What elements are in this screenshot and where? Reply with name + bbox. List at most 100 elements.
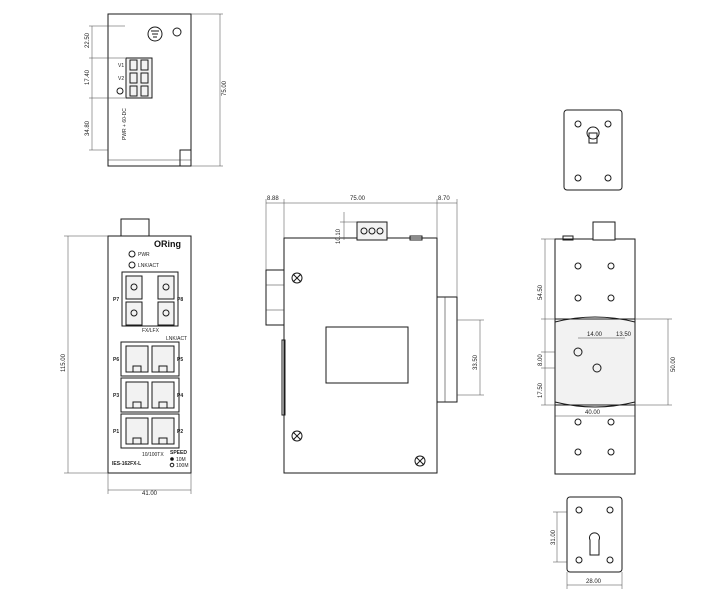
terminal-label-v2: V2 (118, 76, 124, 82)
eth-port-label-p4: P4 (177, 393, 183, 399)
fiber-sub-label: FX/LFX (142, 328, 160, 334)
side-body (283, 237, 438, 474)
front-terminal (120, 218, 150, 238)
fiber-connector-side (265, 269, 285, 326)
dim-side-left: 8.88 (267, 196, 279, 202)
fiber-port-label-p7: P7 (113, 297, 119, 303)
speed-10m-dot-icon (170, 457, 174, 461)
fiber-port-p7-rx (125, 301, 143, 326)
eth-port-label-p3: P3 (113, 393, 119, 399)
dim-top-a: 22.50 (85, 32, 91, 48)
rj45-latch (132, 365, 142, 373)
rj45-latch (132, 437, 142, 445)
led-pwr-label: PWR (138, 252, 150, 258)
mounting-hole-icon (574, 294, 582, 302)
speed-label: SPEED (170, 450, 187, 456)
rj45-port-icon (125, 417, 149, 445)
dim-rear-hole-right: 13.50 (616, 332, 632, 338)
mounting-hole-icon (607, 294, 615, 302)
ground-screw-icon (147, 26, 163, 42)
dim-rear-top: 54.50 (538, 284, 544, 300)
mounting-hole-icon (607, 418, 615, 426)
rj45-latch (158, 401, 168, 409)
dim-side-terminal: 10.10 (336, 228, 342, 244)
keyhole-bottom-icon (589, 532, 600, 556)
dim-rear-rail-width: 40.00 (585, 410, 601, 416)
rj45-port-icon (125, 345, 149, 373)
rj45-latch (158, 365, 168, 373)
dim-rear-spacing: 8.00 (538, 354, 544, 366)
wall-plate-bottom: 31.00 28.00 (551, 496, 623, 589)
eth-port-frame (120, 413, 180, 449)
wall-plate-top (563, 109, 623, 191)
wall-plate-top-body (563, 109, 623, 191)
terminal-side-text: PWR + 60-DC (122, 108, 128, 140)
lnk-led-icon (128, 261, 136, 269)
side-screw-corner-icon (414, 455, 426, 467)
wall-plate-bottom-body (566, 496, 623, 573)
dim-side-right: 8.70 (438, 196, 450, 202)
eth-port-label-p2: P2 (177, 429, 183, 435)
rj45-latch (158, 437, 168, 445)
rear-screw-left-icon (573, 347, 583, 357)
mounting-hole-icon (574, 448, 582, 456)
rear-terminal (592, 221, 616, 241)
model-label: IES-162FX-L (112, 461, 141, 467)
dim-top-c: 34.80 (85, 120, 91, 136)
side-terminal (356, 221, 388, 241)
led-link-label: LNK/ACT (138, 263, 159, 269)
dim-side-clip: 33.50 (473, 354, 479, 370)
rj45-latch (132, 401, 142, 409)
dim-plate-height: 31.00 (551, 529, 557, 545)
side-view: 8.88 75.00 8.70 10.10 33.50 (265, 196, 484, 474)
mounting-hole-icon (574, 262, 582, 270)
keyhole-top-icon (586, 126, 600, 140)
eth-header-label: LNK/ACT (166, 336, 187, 342)
din-clip-side (436, 296, 458, 403)
top-view: V1 V2 PWR + 60-DC 22.50 17.40 34.80 75.0… (85, 13, 228, 167)
dim-top-b: 17.40 (85, 69, 91, 85)
eth-port-frame (120, 341, 180, 377)
dim-front-height: 115.00 (61, 353, 67, 372)
dim-rear-rail-height: 50.00 (671, 356, 677, 372)
brand-logo: ORing (154, 239, 181, 249)
dim-side-width: 75.00 (350, 196, 366, 202)
mounting-hole-icon (607, 262, 615, 270)
side-screw-bottom-icon (291, 430, 303, 442)
dim-front-width: 41.00 (142, 491, 158, 497)
din-rail-bracket (554, 318, 636, 406)
terminal-label-v1: V1 (118, 63, 124, 69)
mounting-hole-icon (607, 448, 615, 456)
rj45-port-icon (125, 381, 149, 409)
rj45-port-icon (151, 345, 175, 373)
mounting-hole-icon (574, 418, 582, 426)
eth-port-label-p1: P1 (113, 429, 119, 435)
ethernet-port-grid (120, 341, 180, 449)
speed-10m-label: 10M (176, 457, 186, 463)
fiber-port-p7-tx (125, 275, 143, 300)
dim-plate-width: 28.00 (586, 579, 602, 585)
side-screw-top-icon (291, 272, 303, 284)
speed-100m-dot-icon (169, 462, 175, 468)
eth-port-frame (120, 377, 180, 413)
dim-rear-hole-left: 14.00 (587, 332, 603, 338)
side-label-area (325, 326, 409, 384)
pwr-led-icon (128, 250, 136, 258)
ground-symbol-icon (116, 87, 124, 95)
rj45-port-icon (151, 417, 175, 445)
dim-top-height: 75.00 (222, 80, 228, 96)
rear-screw-center-icon (592, 363, 602, 373)
rear-mounting-holes (574, 262, 615, 456)
rear-view: 54.50 8.00 17.50 14.00 13.50 40.00 50.00 (538, 221, 677, 475)
dim-rear-bottom: 17.50 (538, 382, 544, 398)
eth-port-label-p6: P6 (113, 357, 119, 363)
fiber-port-label-p8: P8 (177, 297, 183, 303)
rj45-port-icon (151, 381, 175, 409)
eth-port-label-p5: P5 (177, 357, 183, 363)
fiber-port-p8-tx (157, 275, 175, 300)
fiber-port-p8-rx (157, 301, 175, 326)
speed-100m-label: 100M (176, 463, 189, 469)
speed-sub-label: 10/100TX (142, 452, 164, 458)
front-view: ORing PWR LNK/ACT P7 P8 FX/LFX LNK/ACT P… (61, 218, 192, 497)
